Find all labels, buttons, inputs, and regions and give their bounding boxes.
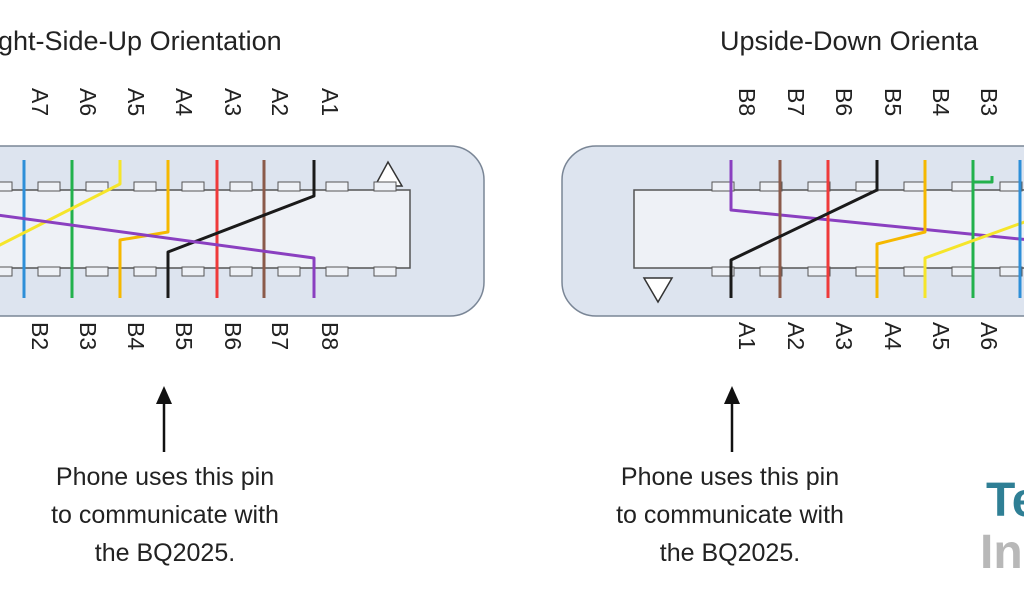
right-bottom-pin-labels: A1A2A3A4A5A6A7: [734, 322, 1024, 350]
left-bottom-pin-label: B7: [267, 322, 293, 350]
left-caption-line-1: Phone uses this pin: [56, 463, 274, 491]
left-bottom-pin-label: B4: [123, 322, 149, 350]
left-bottom-pad: [133, 266, 157, 277]
right-bottom-pin-label: A6: [976, 322, 1002, 350]
left-bottom-pad: [229, 266, 253, 277]
right-bottom-pin-label: A4: [880, 322, 906, 350]
left-top-pad: [277, 181, 301, 192]
right-wire-orange: [875, 160, 927, 298]
left-title: ght-Side-Up Orientation: [0, 26, 282, 56]
left-top-pin-label: A2: [267, 88, 293, 116]
right-top-pin-label: B6: [831, 88, 857, 116]
left-wire-yellow: [0, 160, 122, 247]
left-bottom-pad: [325, 266, 349, 277]
right-bottom-pad: [999, 266, 1023, 277]
right-top-pad: [759, 181, 783, 192]
left-top-pad: [373, 181, 397, 192]
left-arrow: [156, 386, 172, 452]
right-arrow-up-icon: [724, 386, 740, 404]
left-arrow-up-icon: [156, 386, 172, 404]
right-bottom-pin-label: A3: [831, 322, 857, 350]
right-caption-line-2: to communicate with: [616, 501, 844, 529]
left-top-pin-labels: A7 A6 A5 A4 A3 A2 A1: [27, 88, 343, 116]
right-top-pin-label: B8: [734, 88, 760, 116]
right-caption-line-3: the BQ2025.: [660, 539, 800, 567]
left-bottom-pad: [373, 266, 397, 277]
watermark-logo: Te In: [980, 474, 1024, 579]
left-connector-tongue: [0, 189, 411, 269]
right-top-pad: [951, 181, 975, 192]
left-caption-line-2: to communicate with: [51, 501, 279, 529]
left-bottom-pad: [37, 266, 61, 277]
watermark-line-1: Te: [986, 474, 1024, 527]
left-bottom-pad: [85, 266, 109, 277]
left-bottom-pad: [0, 266, 13, 277]
left-top-pad: [85, 181, 109, 192]
right-bottom-pad: [855, 266, 879, 277]
left-top-pad: [0, 181, 13, 192]
right-bottom-pin-label: A1: [734, 322, 760, 350]
left-top-pad: [229, 181, 253, 192]
left-bottom-pin-label: B6: [220, 322, 246, 350]
watermark-line-2: In: [980, 526, 1023, 579]
left-bottom-pin-label: B2: [27, 322, 53, 350]
right-connector: [561, 145, 1024, 317]
right-bottom-pad: [759, 266, 783, 277]
left-wire-black: [166, 160, 316, 298]
right-top-pin-label: B5: [880, 88, 906, 116]
right-bottom-pin-label: A5: [928, 322, 954, 350]
right-top-pin-label: B7: [783, 88, 809, 116]
right-title: Upside-Down Orienta: [720, 26, 979, 56]
down-triangle-icon: [642, 277, 674, 304]
left-top-pin-label: A1: [317, 88, 343, 116]
right-bottom-pad: [903, 266, 927, 277]
right-bottom-pin-label: A2: [783, 322, 809, 350]
left-top-pin-label: A3: [220, 88, 246, 116]
left-top-pad: [133, 181, 157, 192]
right-top-pin-label: B4: [928, 88, 954, 116]
left-wire-purple: [0, 213, 316, 298]
right-caption: Phone uses this pin to communicate with …: [616, 463, 844, 567]
right-top-pin-label: B3: [976, 88, 1002, 116]
left-top-pad: [181, 181, 205, 192]
left-top-pin-label: A7: [27, 88, 53, 116]
left-connector: [0, 145, 485, 317]
right-top-pad: [711, 181, 735, 192]
left-bottom-pin-label: B3: [75, 322, 101, 350]
right-top-pad: [903, 181, 927, 192]
right-wire-yellow: [923, 220, 1024, 298]
left-bottom-pin-labels: B2 B3 B4 B5 B6 B7 B8: [27, 322, 343, 350]
right-top-pin-labels: B8B7B6B5B4B3B2: [734, 88, 1024, 116]
left-top-pin-label: A4: [171, 88, 197, 116]
right-caption-line-1: Phone uses this pin: [621, 463, 839, 491]
left-top-pad: [37, 181, 61, 192]
left-bottom-pin-label: B5: [171, 322, 197, 350]
left-caption-line-3: the BQ2025.: [95, 539, 235, 567]
right-bottom-pad: [807, 266, 831, 277]
left-bottom-pad: [181, 266, 205, 277]
right-wire-purple: [729, 160, 1024, 241]
left-bottom-pad: [277, 266, 301, 277]
right-top-pad: [807, 181, 831, 192]
right-wire-green: [973, 176, 994, 184]
left-top-pad: [325, 181, 349, 192]
right-top-pad: [999, 181, 1023, 192]
right-bottom-pad: [711, 266, 735, 277]
right-bottom-pad: [951, 266, 975, 277]
right-arrow: [724, 386, 740, 452]
left-caption: Phone uses this pin to communicate with …: [51, 463, 279, 567]
left-top-pin-label: A6: [75, 88, 101, 116]
left-bottom-pin-label: B8: [317, 322, 343, 350]
right-wire-black: [729, 160, 879, 298]
left-top-pin-label: A5: [123, 88, 149, 116]
